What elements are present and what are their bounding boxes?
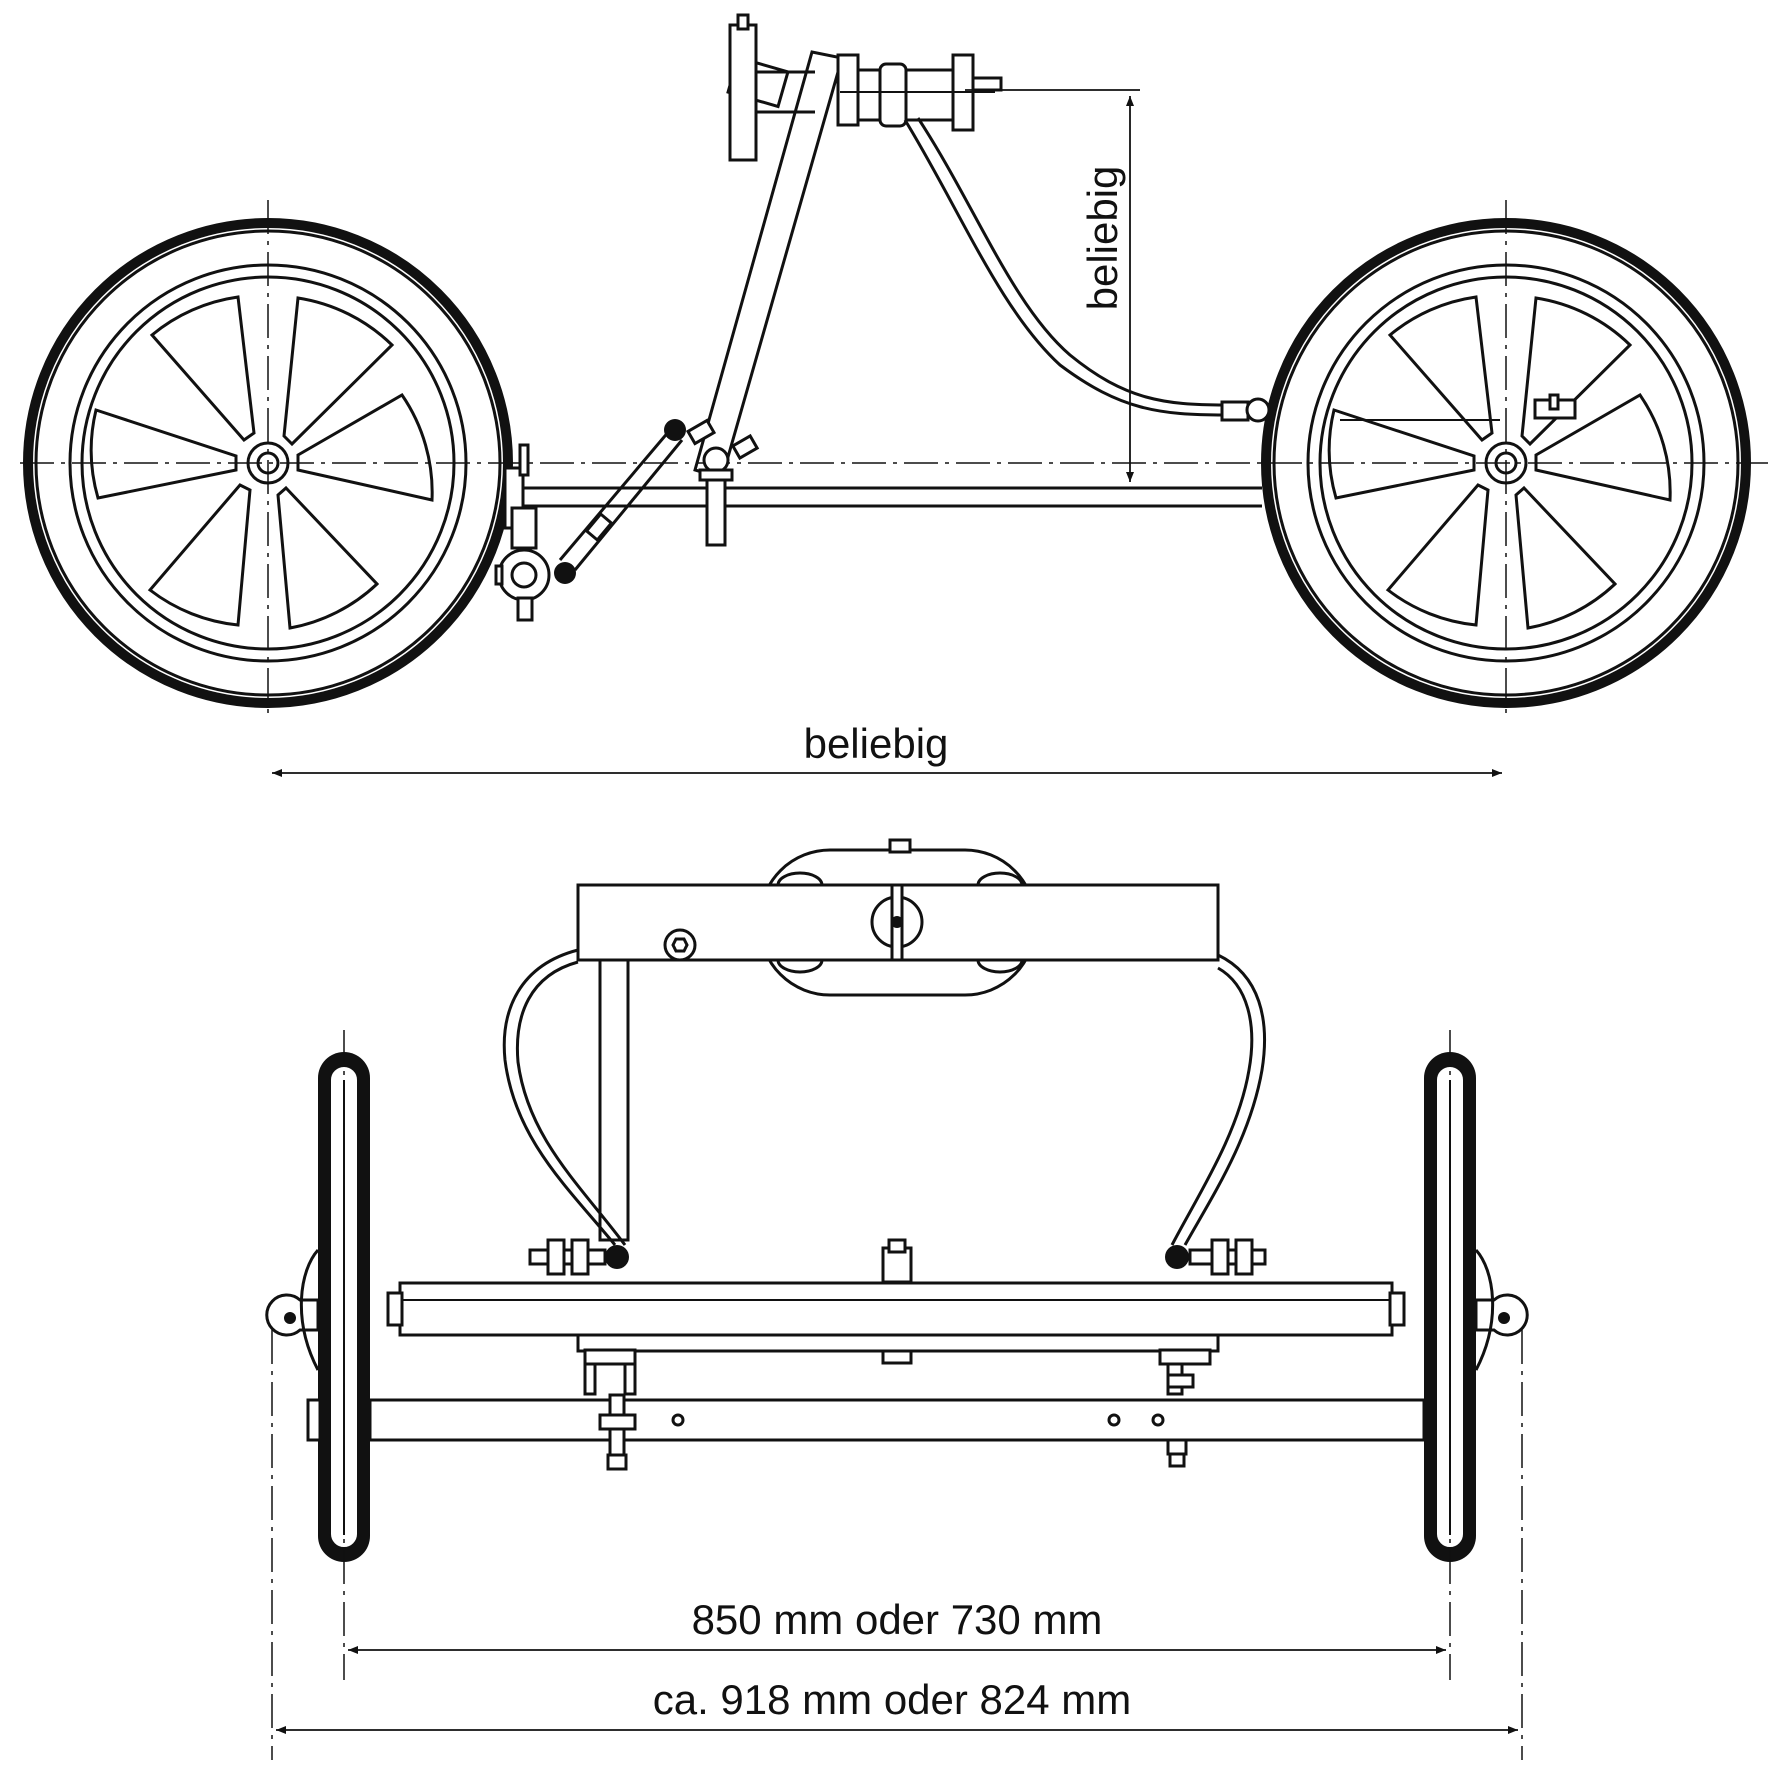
frame-tube: [503, 443, 1262, 530]
hitch-assembly: [728, 13, 1003, 162]
track-dimension: 850 mm oder 730 mm: [348, 1596, 1446, 1654]
right-wheel-spokes: [1327, 295, 1672, 630]
rear-view: 850 mm oder 730 mm ca. 918 mm oder 824 m…: [265, 838, 1529, 1760]
side-view: beliebig beliebig: [20, 13, 1768, 777]
wheelbase-dimension-label: beliebig: [804, 720, 949, 767]
hose-fittings: [528, 1238, 1267, 1284]
left-wheel-spokes: [89, 295, 434, 630]
rear-hoses: [502, 948, 1266, 1246]
right-bracket: [1340, 393, 1577, 421]
brake-linkage: [554, 418, 760, 584]
right-rear-wheel: [1424, 1052, 1529, 1562]
brake-clamps: [583, 1348, 1212, 1471]
overall-width-dimension-label: ca. 918 mm oder 824 mm: [653, 1676, 1132, 1723]
cable-adjuster: [494, 506, 551, 622]
left-rear-wheel: [265, 1052, 370, 1562]
axle-tube: [386, 1281, 1406, 1365]
drawbar: [693, 50, 844, 480]
wheelbase-dimension: beliebig: [272, 720, 1502, 777]
top-crossbar: [576, 883, 1220, 962]
height-dimension: beliebig: [965, 89, 1140, 482]
height-dimension-label: beliebig: [1079, 166, 1126, 311]
track-dimension-label: 850 mm oder 730 mm: [692, 1596, 1103, 1643]
hose: [903, 117, 1271, 423]
drawbar-post: [598, 958, 630, 1242]
lower-frame-bar: [368, 1398, 1426, 1442]
left-wheel: [23, 218, 513, 708]
right-wheel: [1261, 218, 1751, 708]
overall-width-dimension: ca. 918 mm oder 824 mm: [276, 1676, 1518, 1734]
